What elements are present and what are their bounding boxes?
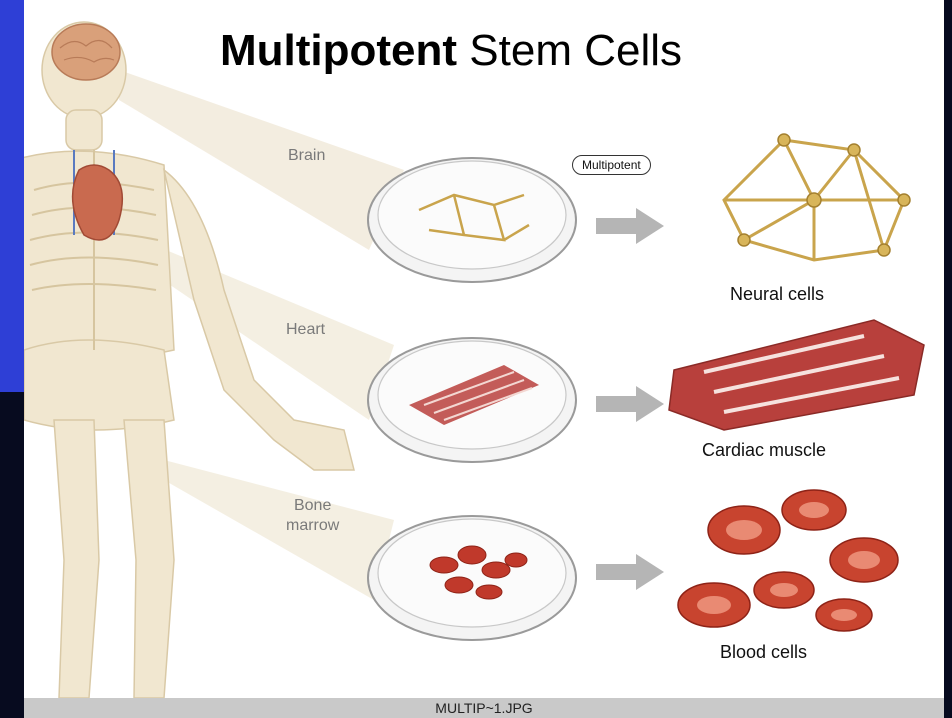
label-cardiac-muscle: Cardiac muscle: [702, 440, 826, 461]
diagram-figure: Multipotent Stem Cells Brain Heart Bone …: [24, 0, 944, 698]
label-neural-cells: Neural cells: [730, 284, 824, 305]
petri-dish-heart: [368, 338, 576, 462]
label-brain: Brain: [288, 146, 325, 166]
label-heart: Heart: [286, 320, 325, 340]
cardiac-muscle-illustration: [669, 320, 924, 430]
potency-badge: Multipotent: [572, 155, 651, 175]
label-bone-line-2: marrow: [286, 516, 339, 536]
diagram-graphics: [24, 0, 944, 698]
heart-organ: [73, 165, 123, 240]
label-bone-marrow: Bone marrow: [286, 496, 339, 536]
bone-marrow-projection: [164, 460, 394, 600]
slide-background-blue: [0, 0, 24, 392]
slide-background-dark: [0, 392, 24, 718]
arrows: [596, 208, 664, 590]
petri-dish-bone-marrow: [368, 516, 576, 640]
arrow-cardiac: [596, 386, 664, 422]
petri-dish-brain: [368, 158, 576, 282]
slide-background-right: [944, 0, 952, 718]
title-bold: Multipotent: [220, 26, 457, 75]
label-blood-cells: Blood cells: [720, 642, 807, 663]
page-title: Multipotent Stem Cells: [220, 26, 682, 76]
arrow-blood: [596, 554, 664, 590]
neural-cells-illustration: [724, 134, 910, 260]
brain-organ: [52, 24, 120, 80]
title-rest: Stem Cells: [469, 26, 682, 75]
arrow-neural: [596, 208, 664, 244]
label-bone-line-1: Bone: [286, 496, 339, 516]
file-caption: MULTIP~1.JPG: [24, 698, 944, 718]
